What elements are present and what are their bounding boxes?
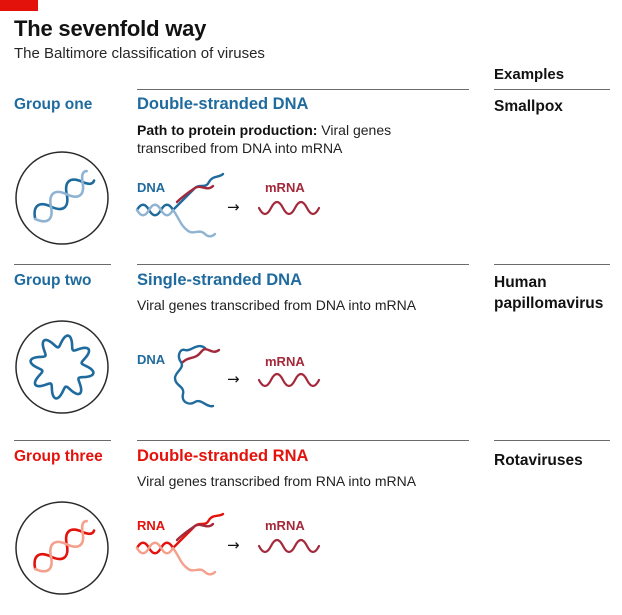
group-one-type: Double-stranded DNA	[137, 95, 309, 113]
group-one-transcription-diagram: DNA → mRNA	[135, 172, 321, 238]
group-one-label: Group one	[14, 96, 93, 113]
group-two-transcription-diagram: DNA → mRNA	[137, 344, 321, 408]
group-three-description: Viral genes transcribed from RNA into mR…	[137, 473, 417, 489]
group-three-label: Group three	[14, 448, 103, 465]
mrna-label: mRNA	[265, 180, 305, 195]
group-three-example: Rotaviruses	[494, 452, 583, 469]
dna-label: DNA	[137, 352, 166, 367]
description-text: Viral genes transcribed from DNA into mR…	[137, 122, 392, 156]
brand-tag	[0, 0, 38, 11]
arrow-icon: →	[227, 536, 240, 554]
description-bold: Path to protein production:	[137, 122, 318, 138]
group-one-virus-icon	[15, 151, 109, 245]
arrow-icon: →	[227, 370, 240, 388]
rule-example-3	[494, 440, 610, 441]
group-one-description: Path to protein production: Viral genes …	[137, 121, 457, 157]
group-two-type: Single-stranded DNA	[137, 271, 303, 289]
rule-label-2	[14, 264, 111, 265]
group-three-virus-icon	[15, 501, 109, 595]
mrna-label: mRNA	[265, 354, 305, 369]
group-two-virus-icon	[15, 320, 109, 414]
dna-label: DNA	[137, 180, 166, 195]
page-title: The sevenfold way	[14, 16, 207, 41]
page-subtitle: The Baltimore classification of viruses	[14, 45, 265, 62]
rule-example-top	[494, 89, 610, 90]
example-line-2: papillomavirus	[494, 295, 604, 312]
group-three-type: Double-stranded RNA	[137, 447, 309, 465]
group-two-label: Group two	[14, 272, 92, 289]
group-one-example: Smallpox	[494, 98, 563, 115]
rule-type-top	[137, 89, 469, 90]
group-two-description: Viral genes transcribed from DNA into mR…	[137, 297, 417, 313]
group-three-transcription-diagram: RNA → mRNA	[135, 512, 321, 576]
example-line-1: Human	[494, 274, 547, 291]
mrna-label: mRNA	[265, 518, 305, 533]
rule-type-2	[137, 264, 469, 265]
rna-label: RNA	[137, 518, 166, 533]
examples-heading: Examples	[494, 66, 565, 83]
rule-type-3	[137, 440, 469, 441]
arrow-icon: →	[227, 198, 240, 216]
rule-example-2	[494, 264, 610, 265]
group-two-example: Human papillomavirus	[494, 272, 603, 314]
rule-label-3	[14, 440, 111, 441]
